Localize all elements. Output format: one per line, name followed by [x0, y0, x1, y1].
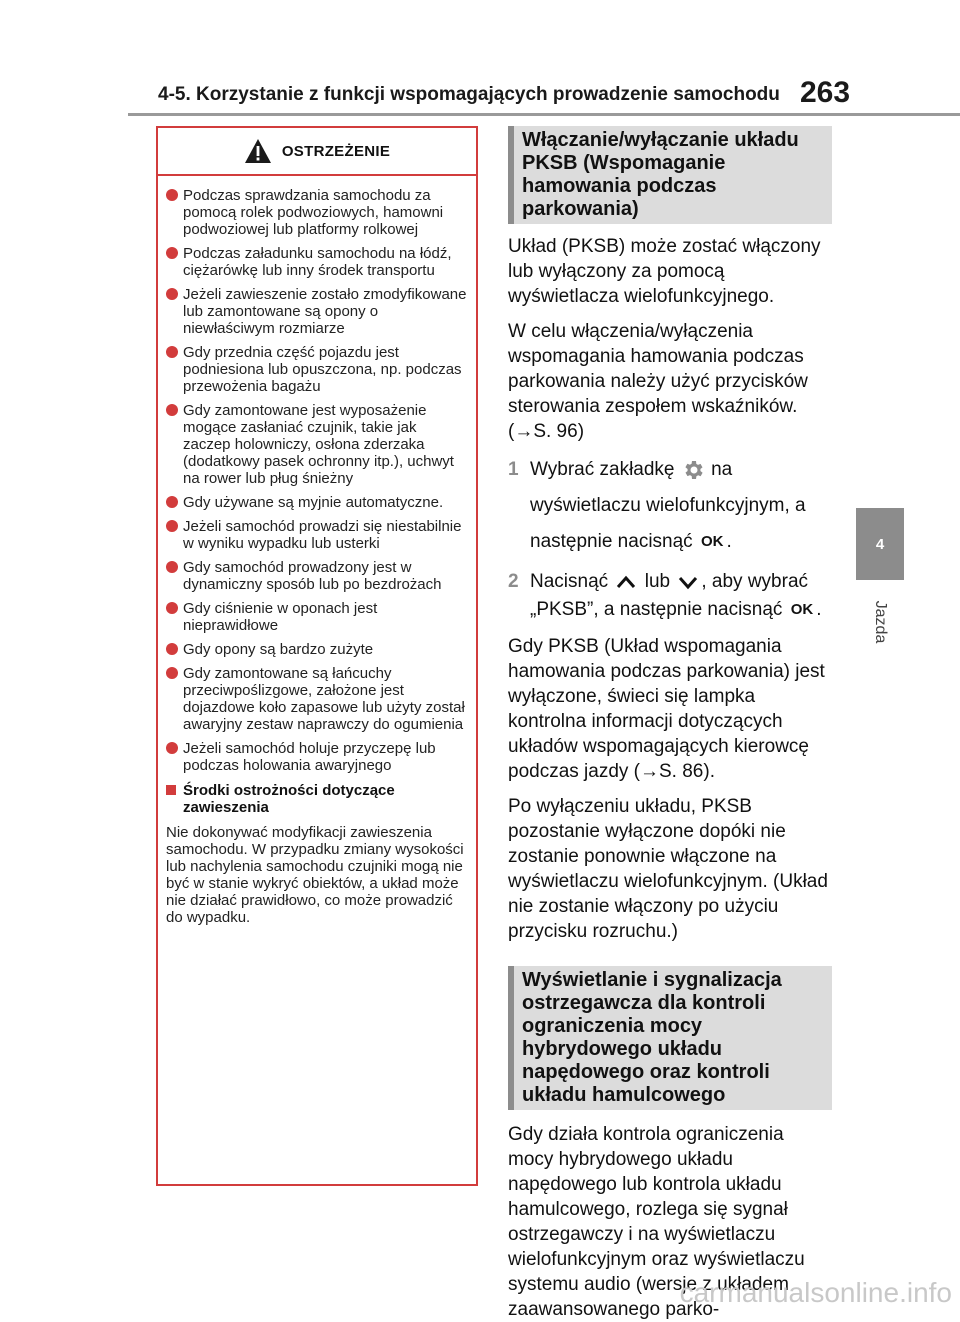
page-number: 263	[800, 76, 851, 109]
warning-title: OSTRZEŻENIE	[281, 142, 391, 160]
warning-item: Gdy zamontowane są łańcuchy przeciwpośli…	[166, 665, 468, 733]
chevron-up-icon	[617, 575, 636, 588]
square-bullet-icon	[166, 785, 176, 795]
ok-button-icon: OK	[700, 533, 724, 550]
warning-item: Podczas sprawdzania samochodu za pomocą …	[166, 187, 468, 238]
bullet-icon	[166, 742, 178, 754]
warning-item: Jeżeli zawieszenie zostało zmodyfikowane…	[166, 286, 468, 337]
warning-item: Gdy przednia część pojazdu jest podniesi…	[166, 344, 468, 395]
warning-triangle-icon	[244, 139, 271, 163]
gear-icon	[685, 460, 703, 479]
warning-body: Podczas sprawdzania samochodu za pomocą …	[158, 176, 476, 926]
warning-header: OSTRZEŻENIE	[158, 128, 476, 176]
warning-item-text: Jeżeli samochód prowadzi się niestabilni…	[183, 518, 462, 552]
watermark: carmanualsonline.info	[679, 1277, 952, 1308]
step-text: Nacisnąć	[530, 571, 609, 593]
warning-item: Gdy ciśnienie w oponach jest nieprawidło…	[166, 600, 468, 634]
step-text: na wyświetlaczu wielofunkcyjnym, a nastę…	[530, 459, 806, 553]
warning-item-text: Jeżeli samochód holuje przyczepę lub pod…	[183, 740, 436, 774]
bullet-icon	[166, 288, 178, 300]
warning-item-text: Gdy samochód prowadzony jest w dynamiczn…	[183, 559, 442, 593]
warning-item: Podczas załadunku samochodu na łódź, cię…	[166, 245, 468, 279]
warning-item-text: Gdy ciśnienie w oponach jest nieprawidło…	[183, 600, 378, 634]
warning-item: Jeżeli samochód holuje przyczepę lub pod…	[166, 740, 468, 774]
step-number: 1	[508, 459, 519, 480]
warning-subheading-text: Środki ostrożności dotyczące zawieszenia	[183, 782, 395, 816]
bullet-icon	[166, 404, 178, 416]
warning-item-text: Jeżeli zawieszenie zostało zmodyfikowane…	[183, 286, 467, 337]
chapter-label-text: Jazda	[872, 600, 889, 644]
section-heading-power-limit: Wyświetlanie i sygnalizacja ostrzegawcza…	[508, 966, 832, 1111]
step-text: Wybrać zakładkę	[530, 459, 675, 480]
ok-button-icon: OK	[790, 601, 814, 619]
warning-item-text: Gdy opony są bardzo zużyte	[183, 641, 374, 658]
warning-item-text: Podczas załadunku samochodu na łódź, cię…	[183, 245, 452, 279]
bullet-icon	[166, 602, 178, 614]
step-2: 2 Nacisnąć lub , aby wybrać „PKSB”, a na…	[508, 568, 832, 624]
warning-item: Gdy zamontowane jest wyposażenie mogące …	[166, 402, 468, 487]
section-heading-pksb: Włączanie/wyłączanie układu PKSB (Wspoma…	[508, 126, 832, 224]
paragraph: W celu włączenia/wyłączenia wspomagania …	[508, 321, 808, 442]
bullet-icon	[166, 346, 178, 358]
warning-item-text: Gdy zamontowane jest wyposażenie mogące …	[183, 402, 454, 487]
bullet-icon	[166, 496, 178, 508]
warning-item: Gdy opony są bardzo zużyte	[166, 641, 468, 658]
warning-item: Gdy samochód prowadzony jest w dynamiczn…	[166, 559, 468, 593]
warning-item: Gdy używane są myjnie automatyczne.	[166, 494, 468, 511]
bullet-icon	[166, 520, 178, 532]
warning-item-text: Gdy zamontowane są łańcuchy przeciwpośli…	[183, 665, 465, 733]
bullet-icon	[166, 643, 178, 655]
step-1: 1 Wybrać zakładkę na wyświetlaczu wielof…	[508, 452, 832, 560]
warning-subheading: Środki ostrożności dotyczące zawieszenia	[166, 782, 468, 816]
step-text: lub	[644, 571, 671, 593]
bullet-icon	[166, 189, 178, 201]
paragraph: Po wyłączeniu układu, PKSB pozostanie wy…	[508, 796, 828, 943]
chapter-side-label: Jazda	[862, 592, 898, 652]
paragraph: Gdy PKSB (Układ wspomagania hamowania po…	[508, 636, 825, 783]
bullet-icon	[166, 667, 178, 679]
warning-paragraph: Nie dokonywać modyfikacji zawieszenia sa…	[166, 824, 464, 926]
page-header-title: 4-5. Korzystanie z funkcji wspomagającyc…	[158, 84, 780, 105]
header-rule	[128, 113, 960, 116]
chapter-tab: 4	[856, 508, 904, 580]
paragraph: Gdy działa kontrola ograniczenia mocy hy…	[508, 1124, 805, 1321]
warning-item: Jeżeli samochód prowadzi się niestabilni…	[166, 518, 468, 552]
step-text: , aby wybrać „PKSB”, a następnie nacisną…	[530, 571, 809, 621]
warning-item-text: Gdy przednia część pojazdu jest podniesi…	[183, 344, 462, 395]
warning-item-text: Gdy używane są myjnie automatyczne.	[183, 494, 444, 511]
warning-item-text: Podczas sprawdzania samochodu za pomocą …	[183, 187, 444, 238]
chevron-down-icon	[679, 577, 698, 590]
bullet-icon	[166, 561, 178, 573]
right-column: Włączanie/wyłączanie układu PKSB (Wspoma…	[508, 126, 832, 1322]
paragraph: Układ (PKSB) może zostać włączony lub wy…	[508, 236, 821, 307]
step-number: 2	[508, 571, 519, 593]
bullet-icon	[166, 247, 178, 259]
warning-box: OSTRZEŻENIE Podczas sprawdzania samochod…	[156, 126, 478, 1186]
